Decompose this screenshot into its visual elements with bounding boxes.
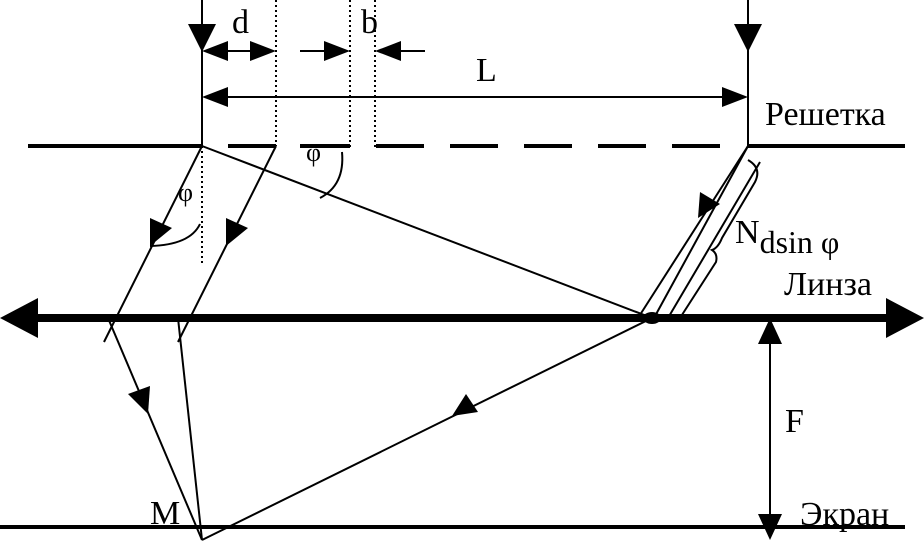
ray-arrows xyxy=(128,192,720,416)
l-dimension xyxy=(202,87,748,107)
path-dsin: dsin φ xyxy=(759,224,840,260)
arrow-down-icon xyxy=(188,24,216,52)
b-label: b xyxy=(361,4,378,41)
arrow-icon xyxy=(150,218,172,246)
lens-axis xyxy=(0,298,924,338)
f-dimension xyxy=(758,318,782,540)
arrow-icon xyxy=(128,386,150,414)
dotted-guides xyxy=(201,0,376,265)
angle-phi-label: φ xyxy=(178,178,194,207)
arrow-icon xyxy=(226,218,248,246)
focal-length-label: F xyxy=(785,403,804,440)
arrow-icon xyxy=(452,394,478,416)
arrow-icon xyxy=(698,192,720,218)
l-label: L xyxy=(476,52,497,89)
b-dimension xyxy=(300,41,425,61)
path-difference-label: Ndsin φ xyxy=(735,214,839,259)
screen-label: Экран xyxy=(800,496,890,533)
point-m-label: M xyxy=(150,495,181,532)
d-label: d xyxy=(232,4,249,41)
angle-phi-label: φ xyxy=(306,138,322,167)
grating-label: Решетка xyxy=(765,96,886,133)
arrow-down-icon xyxy=(734,24,762,52)
incident-rays xyxy=(188,0,762,146)
d-dimension xyxy=(202,41,276,61)
diffracted-rays xyxy=(103,145,761,541)
lens-label: Линза xyxy=(784,266,872,303)
path-n: N xyxy=(735,214,760,251)
